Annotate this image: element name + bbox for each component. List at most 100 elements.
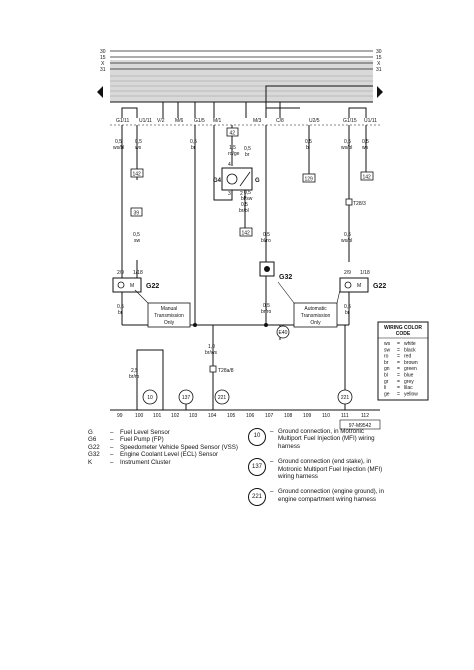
sensor-icon	[117, 281, 125, 289]
ground-number: 10	[248, 428, 266, 446]
legend-text: Fuel Level Sensor	[120, 429, 170, 436]
ground-legend: 10–Ground connection, in Motronic Multip…	[248, 428, 388, 514]
svg-text:Only: Only	[310, 320, 321, 326]
wire-size: 0,5	[244, 146, 251, 152]
color-code-abbr: br	[384, 360, 389, 366]
ref-box-label: 142	[363, 175, 372, 181]
legend-text: Instrument Cluster	[120, 458, 171, 466]
legend-text: Fuel Pump (FP)	[120, 436, 164, 444]
wire-size: 0,5	[133, 232, 140, 238]
automatic-callout: Automatic Transmission Only	[277, 281, 341, 328]
ground-number: 221	[248, 488, 266, 507]
color-code-abbr: ro	[384, 354, 389, 360]
wire-color: bl	[306, 145, 310, 151]
ground-number: 137	[248, 458, 266, 477]
legend-sep: –	[110, 443, 114, 451]
connector-label: G1/11	[116, 118, 129, 124]
svg-text:221: 221	[218, 395, 227, 401]
wire-color: br	[345, 310, 350, 316]
svg-text:E40: E40	[279, 330, 288, 336]
color-code-name: white	[404, 341, 416, 347]
color-code-sep: =	[397, 347, 400, 353]
color-code-title: CODE	[396, 331, 411, 337]
internal-wiring	[121, 85, 373, 118]
ground-text: Ground connection (end stake), in Motron…	[278, 458, 383, 481]
pin-label: 3	[228, 191, 231, 197]
connector-label: U2/5	[309, 118, 320, 124]
color-code-name: yellow	[404, 391, 418, 397]
track-number: 110	[322, 413, 330, 419]
ref-box	[130, 168, 144, 178]
wire-color: ws	[135, 145, 142, 151]
ref-box-label: 142	[242, 231, 251, 237]
color-code-sep: =	[397, 360, 400, 366]
connector-id: T28a/8	[218, 368, 234, 374]
left-arrow-icon	[97, 86, 103, 98]
pin-label: 1/18	[360, 270, 370, 276]
component-label: G32	[279, 274, 292, 281]
color-code-box: WIRING COLOR CODE	[377, 321, 429, 401]
wire-color: br	[245, 152, 250, 158]
legend-code: G6	[88, 436, 97, 444]
connector-label: V/2	[157, 118, 165, 124]
track-number: 112	[361, 413, 369, 419]
ground-item: 137–Ground connection (end stake), in Mo…	[248, 458, 388, 480]
connector-label: C/8	[276, 118, 284, 124]
sensor-icon	[344, 281, 352, 289]
bus-label: 31	[100, 67, 106, 73]
wire-size: 0,5	[190, 139, 197, 145]
color-code-abbr: gn	[384, 366, 390, 372]
ref-box	[360, 171, 374, 181]
ref-box-label: 39	[134, 211, 140, 217]
color-code-abbr: gr	[384, 379, 389, 385]
wire-color: br/ro	[129, 374, 140, 380]
wire-size: 0,5	[117, 304, 124, 310]
connector-label: U1/11	[364, 118, 377, 124]
ground-text: Ground connection, in Motronic Multiport…	[278, 428, 375, 450]
ref-box	[302, 173, 316, 183]
wire-size: 0,5	[115, 139, 122, 145]
ref-box-label: 142	[133, 172, 142, 178]
wire-color: ws/bl	[113, 145, 124, 151]
wire-color: ro/ge	[228, 151, 240, 157]
reference-boxes	[130, 127, 374, 237]
ref-box-label: 129	[305, 177, 314, 183]
color-code-sep: =	[397, 341, 400, 347]
ref-box	[239, 227, 253, 237]
bus-label: 30	[100, 49, 106, 55]
connector-t28-3: T28/3	[345, 198, 366, 207]
track-number: 107	[265, 413, 274, 419]
wire-color: br/ws	[205, 350, 217, 356]
bottom-numbers: 99 100 101 102 103 104 105 106 107 108 1…	[117, 413, 369, 419]
bus-labels-right: 30 15 X 31	[376, 49, 382, 73]
color-code-abbr: ge	[384, 391, 390, 397]
legend-code: G32	[88, 451, 100, 459]
wire-size: 0,5	[305, 139, 312, 145]
wire-size: 2,5	[131, 368, 138, 374]
track-number: 103	[189, 413, 198, 419]
wire-size: 0,5	[263, 232, 270, 238]
color-code-abbr: ws	[384, 341, 391, 347]
manual-callout: Manual Transmission Only	[134, 289, 191, 328]
legend-text: Engine Coolant Level (ECL) Sensor	[120, 451, 219, 459]
connector-label: G1/15	[343, 118, 357, 124]
sensor-symbol: M	[357, 283, 361, 289]
vss-left: M G22 2/9 1/18	[112, 260, 159, 293]
sensor-icon	[264, 266, 270, 272]
track-number: 106	[246, 413, 255, 419]
color-code-sep: =	[397, 391, 400, 397]
ground-text: Ground connection (engine ground), in en…	[278, 488, 384, 503]
track-number: 101	[153, 413, 162, 419]
pin-label: 2/9	[344, 270, 351, 276]
color-code-name: grey	[404, 379, 414, 385]
component-label: G22	[146, 283, 159, 290]
ecl-sensor: G32	[259, 261, 292, 290]
connector-label: G1/5	[194, 118, 205, 124]
color-code-name: black	[404, 347, 416, 353]
connector-label: U1/11	[139, 118, 152, 124]
ground-circle	[178, 389, 194, 405]
ground-item: 221–Ground connection (engine ground), i…	[248, 488, 388, 507]
component-label: G	[255, 178, 260, 184]
